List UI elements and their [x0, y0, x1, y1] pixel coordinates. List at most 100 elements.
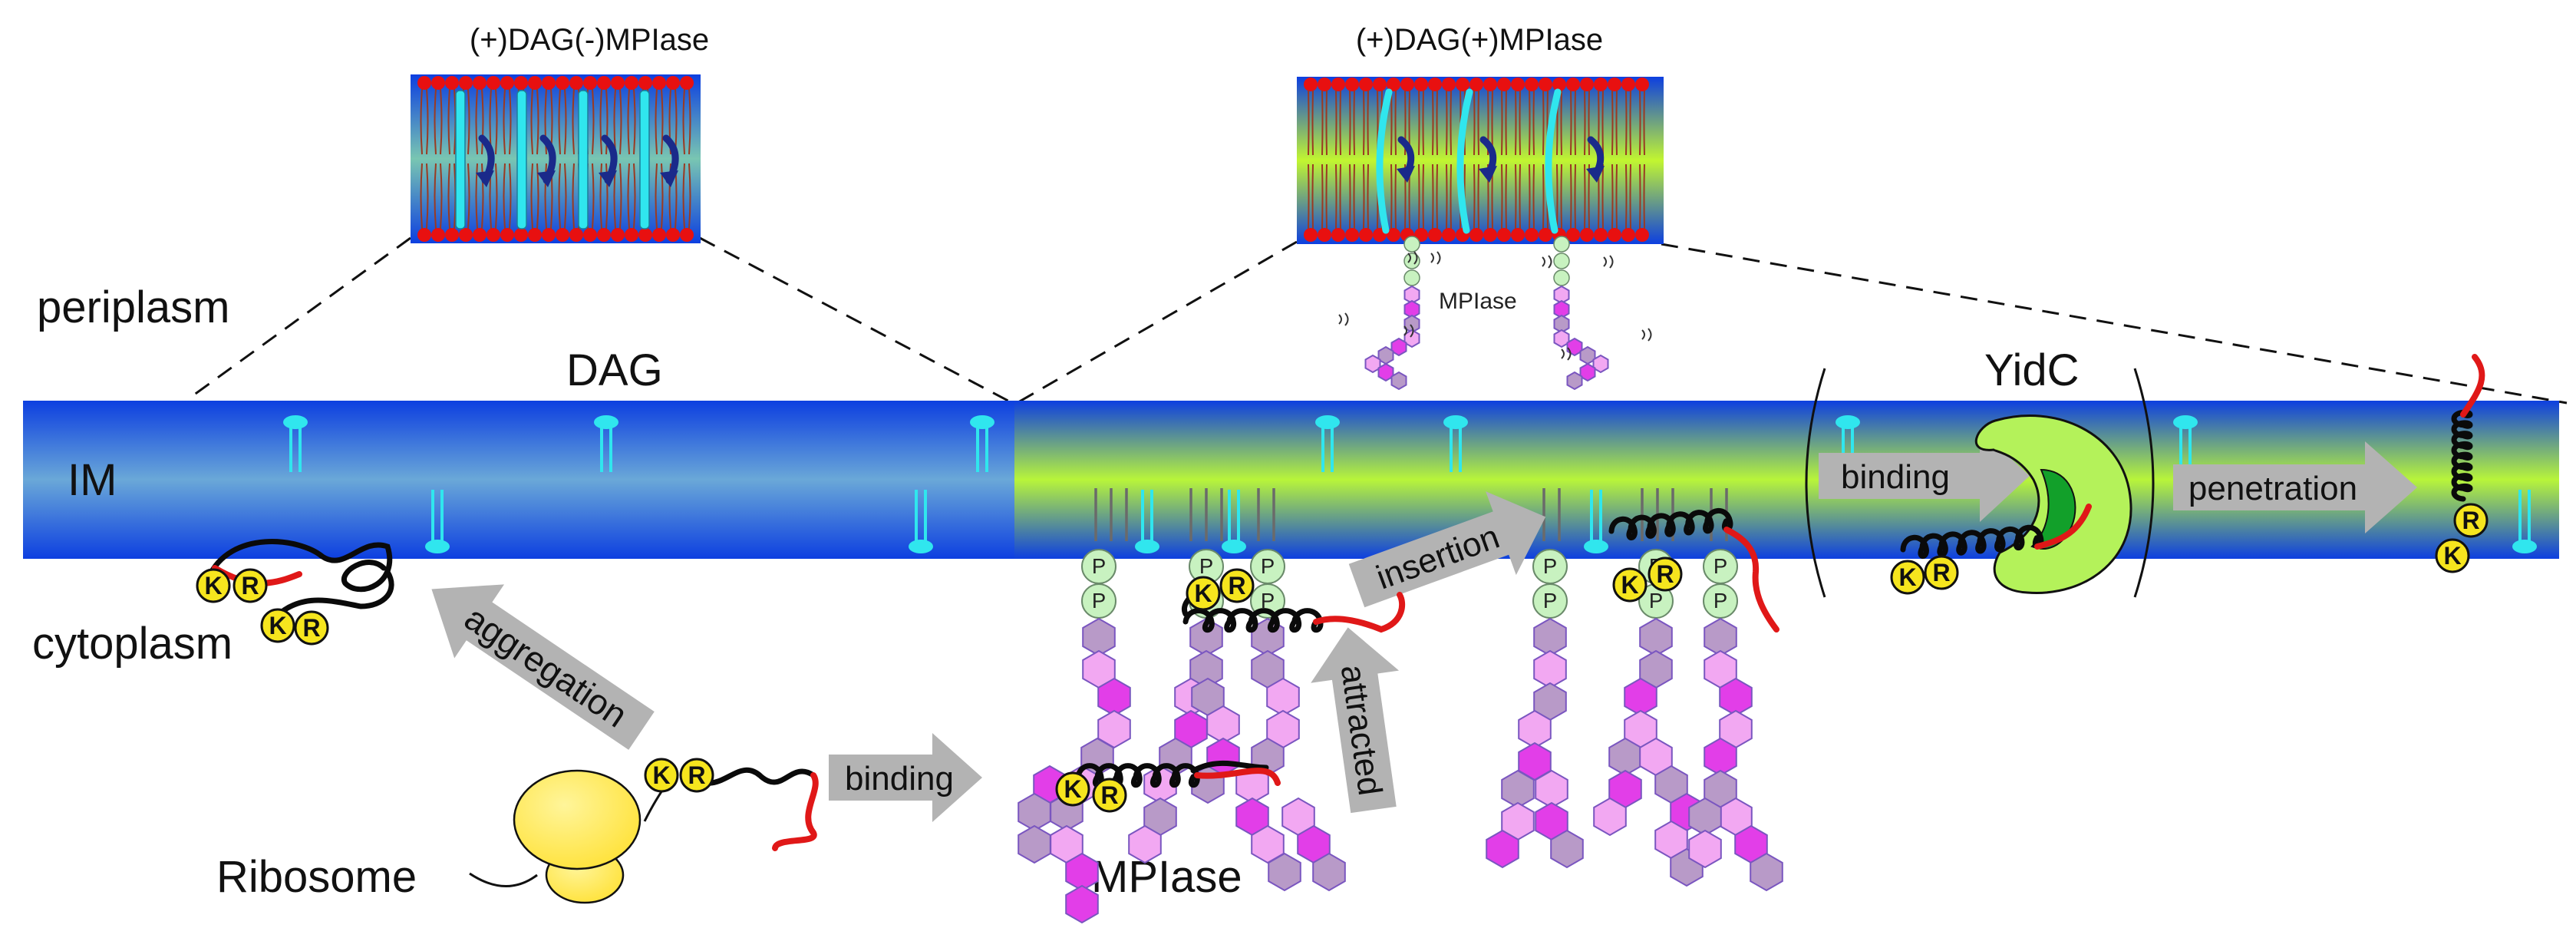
lipid-tail	[440, 163, 443, 230]
lipid-tail	[1446, 163, 1448, 230]
lipid-tail	[420, 88, 423, 155]
lipid-tail	[564, 163, 567, 230]
lipid-tail	[530, 88, 533, 155]
lipid-tail	[536, 88, 539, 155]
charged-residue	[1186, 576, 1221, 611]
lipid-tail	[627, 88, 630, 155]
inset-phosphate	[1403, 269, 1420, 286]
mpiase-label: MPIase	[1091, 852, 1242, 902]
inset-dag	[639, 90, 650, 230]
lipid-head	[528, 76, 542, 90]
inset-sugar	[1364, 354, 1381, 374]
lipid-tail	[1570, 163, 1572, 230]
lipid-head	[1469, 78, 1483, 91]
lipid-head	[1359, 78, 1373, 91]
sugar-unit	[1704, 617, 1737, 657]
phosphate-label: P	[1261, 554, 1275, 578]
nascent-peptides	[206, 354, 2485, 851]
lipid-tail	[1532, 90, 1535, 156]
residue-label: K	[1194, 580, 1212, 607]
lipid-tail	[627, 163, 630, 230]
phosphate-label: P	[1092, 554, 1106, 578]
lipid-tail	[1519, 163, 1521, 230]
lipid-tail	[1349, 90, 1351, 156]
lipid-head	[500, 228, 514, 242]
lipid-head	[597, 228, 611, 242]
sugar-unit	[1065, 884, 1099, 924]
lipid-head	[1483, 228, 1497, 242]
charged-residue	[1055, 771, 1090, 807]
signal-sequence	[2460, 354, 2485, 418]
lipid-head	[1566, 228, 1580, 242]
lipid-tail	[503, 88, 506, 155]
lipid-head	[652, 228, 666, 242]
lipid-head	[1539, 228, 1552, 242]
signal-sequence	[2034, 504, 2092, 550]
lipid-head	[473, 76, 487, 90]
flip-arrow-head	[1479, 166, 1497, 183]
sugar-unit	[1128, 824, 1162, 864]
residue-label: R	[2462, 507, 2479, 534]
lipid-tail	[1390, 163, 1393, 230]
lipid-tail	[1639, 90, 1641, 156]
lipid-tail	[1422, 90, 1424, 156]
lipid-head	[1387, 228, 1400, 242]
vibration-mark	[1561, 347, 1572, 361]
lipid-head	[1428, 228, 1442, 242]
lipid-tail	[605, 163, 609, 230]
residue-label: R	[241, 572, 259, 599]
lipid-head	[1594, 228, 1608, 242]
lipid-head	[611, 76, 625, 90]
yidc-core	[2030, 468, 2076, 550]
lipid-head	[445, 228, 459, 242]
lipid-tail	[1390, 90, 1393, 156]
lipid-tail	[1450, 90, 1452, 156]
inset-sugar	[1390, 371, 1407, 391]
lipid-tail	[661, 163, 664, 230]
lipid-tail	[1325, 163, 1328, 230]
lipid-tail	[1321, 163, 1324, 230]
lipid-tail	[434, 88, 437, 155]
sugar-unit	[1486, 829, 1519, 869]
inset-sugar	[1566, 337, 1583, 357]
inset-phosphate	[1553, 269, 1570, 286]
lipid-head	[417, 228, 431, 242]
lipid-tail	[1529, 163, 1531, 230]
sugar-unit	[1097, 709, 1131, 749]
lipid-tail	[1574, 90, 1576, 156]
phosphate-label: P	[1713, 554, 1727, 578]
penetration-arrow: penetration	[2173, 441, 2417, 533]
phosphate-label: P	[1199, 554, 1213, 578]
signal-sequence	[1194, 768, 1281, 786]
lipid-tail	[1639, 163, 1641, 230]
dag-head	[1584, 540, 1608, 553]
dag-head	[909, 540, 933, 553]
residue-label: R	[1100, 781, 1118, 809]
flip-arrow-head	[537, 170, 556, 187]
lipid-tail	[688, 163, 691, 230]
charged-residue	[260, 608, 295, 643]
lipid-tail	[1542, 90, 1545, 156]
dag-head	[2512, 540, 2537, 553]
sugar-unit	[1750, 852, 1783, 892]
inset-mpiase-molecules	[1338, 236, 1652, 391]
lipid-head	[487, 76, 500, 90]
lipid-tail	[503, 163, 506, 230]
peptide-helix	[1608, 507, 1733, 541]
lipid-tail	[467, 88, 470, 155]
lipid-tail	[1325, 90, 1328, 156]
vibration-mark	[1542, 255, 1552, 269]
cytoplasm-label: cytoplasm	[32, 619, 233, 669]
ribosome	[469, 769, 669, 904]
penetration-text: penetration	[2188, 470, 2357, 507]
lipid-tail	[633, 88, 636, 155]
dag-head	[2173, 415, 2198, 429]
sugar-unit	[1268, 852, 1301, 892]
charged-residue	[1924, 555, 1959, 590]
inset-sugar	[1566, 371, 1583, 391]
lipid-head	[666, 228, 680, 242]
lipid-tail	[619, 163, 622, 230]
lipid-tail	[1574, 163, 1576, 230]
lipid-tail	[1615, 163, 1618, 230]
lipid-tail	[1532, 163, 1535, 230]
